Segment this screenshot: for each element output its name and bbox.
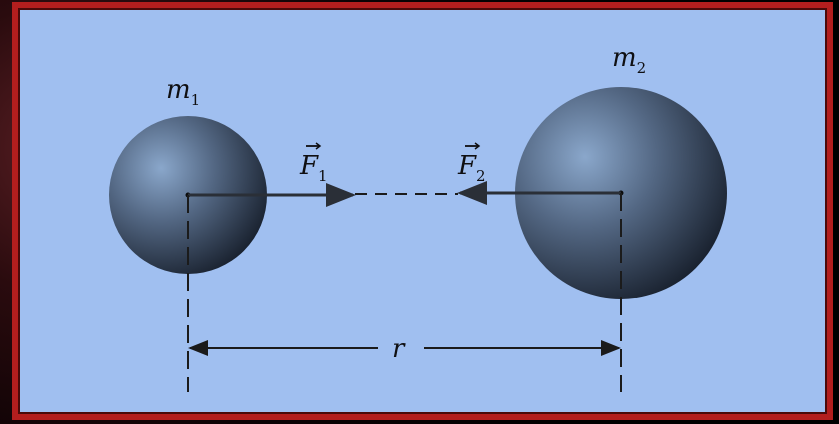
- distance-label: r: [392, 334, 406, 364]
- svg-text:F1: F1: [299, 151, 328, 185]
- mass-1-label: m1: [166, 75, 200, 109]
- force-2-label: F2: [457, 142, 486, 185]
- vector-arrow-icon: [474, 142, 481, 150]
- svg-text:F2: F2: [457, 151, 486, 185]
- vector-arrow-icon: [315, 142, 322, 150]
- force-1-label: F1: [299, 142, 328, 185]
- mass-2-label: m2: [612, 43, 646, 77]
